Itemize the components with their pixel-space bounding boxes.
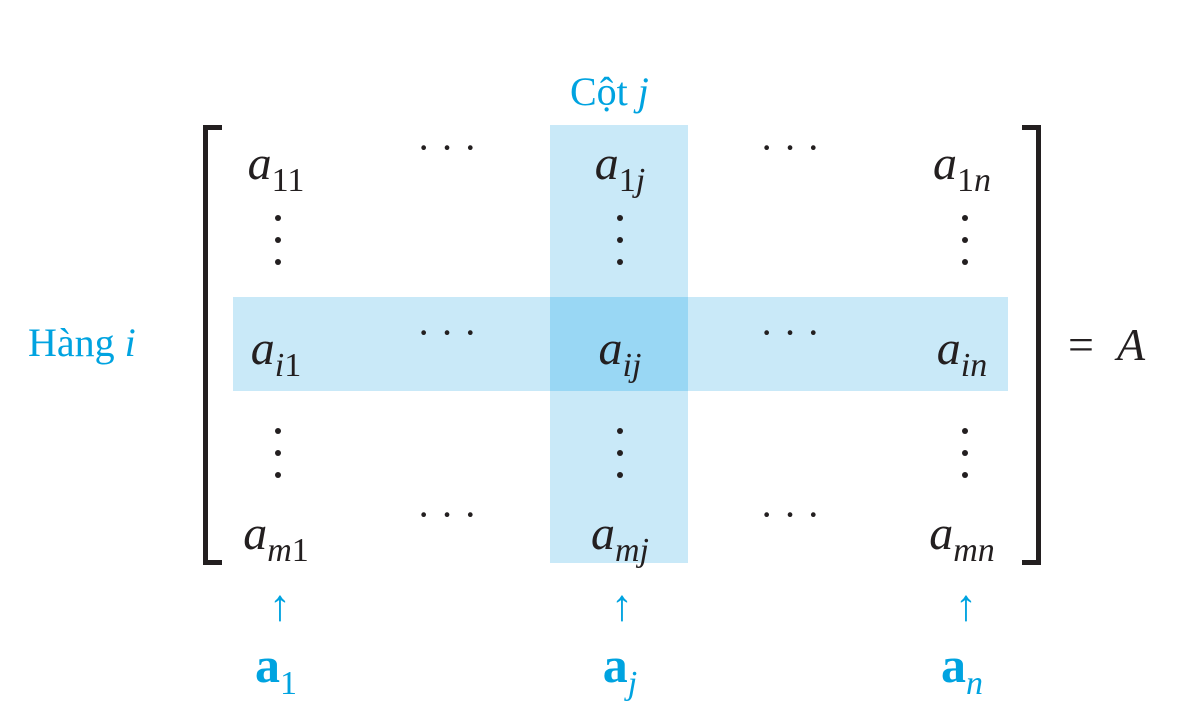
row-label-var: i [124, 320, 136, 365]
entry-a11: a11 [247, 137, 305, 199]
entry-ain: ain [936, 322, 988, 384]
entry-amj: amj [591, 507, 649, 569]
equals-A: = A [1068, 322, 1145, 368]
entry-ai1: ai1 [250, 322, 302, 384]
entry-aij: aij [598, 322, 642, 384]
vector-aj: aj [602, 637, 638, 702]
intersection-highlight [550, 297, 688, 391]
vertical-dots [617, 215, 623, 281]
horizontal-dots: ··· [760, 310, 830, 355]
horizontal-dots: ··· [760, 125, 830, 170]
up-arrow-icon: ↑ [269, 581, 291, 630]
entry-a1j: a1j [594, 137, 646, 199]
vertical-dots [275, 428, 281, 494]
horizontal-dots: ··· [417, 125, 487, 170]
vector-an: an [941, 637, 983, 702]
vertical-dots [275, 215, 281, 281]
vertical-dots [617, 428, 623, 494]
column-label-var: j [637, 69, 649, 114]
vertical-dots [962, 215, 968, 281]
horizontal-dots: ··· [417, 492, 487, 537]
left-bracket [203, 125, 222, 565]
horizontal-dots: ··· [417, 310, 487, 355]
up-arrow-icon: ↑ [955, 581, 977, 630]
up-arrow-icon: ↑ [611, 581, 633, 630]
entry-amn: amn [929, 507, 995, 569]
entry-a1n: a1n [933, 137, 991, 199]
equals-sign: = [1068, 319, 1094, 370]
horizontal-dots: ··· [760, 492, 830, 537]
row-label: Hàng i [28, 323, 136, 363]
vector-a1: a1 [255, 637, 297, 702]
matrix-name: A [1116, 319, 1146, 370]
row-label-text: Hàng [28, 320, 115, 365]
column-label: Cột j [570, 72, 649, 112]
entry-am1: am1 [243, 507, 309, 569]
vertical-dots [962, 428, 968, 494]
column-label-text: Cột [570, 69, 628, 114]
right-bracket [1022, 125, 1041, 565]
